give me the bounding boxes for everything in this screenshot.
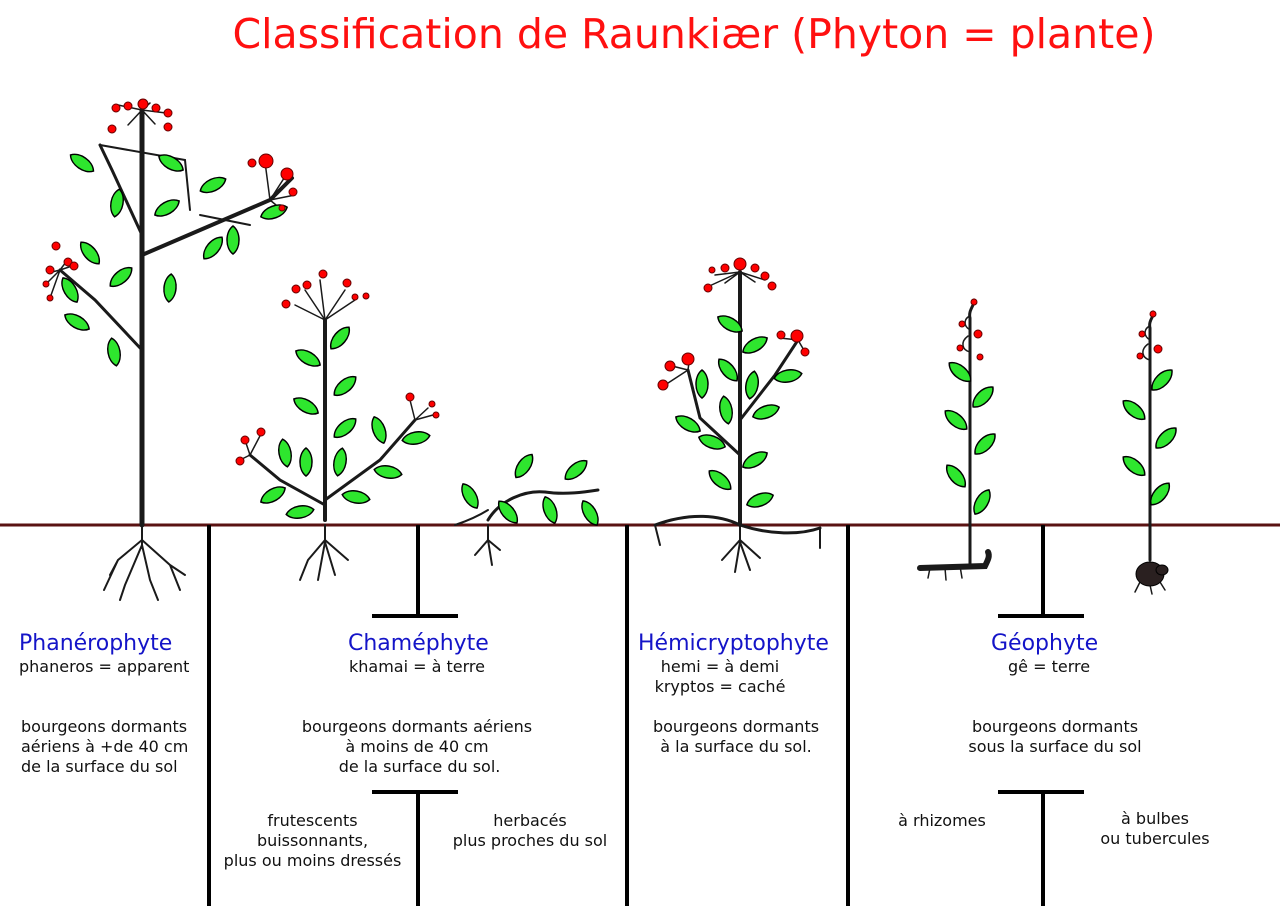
chamephyte-herbaceous-plant <box>454 450 603 566</box>
page-title: Classification de Raunkiær (Phyton = pla… <box>232 10 1156 58</box>
chamephyte-etymology: khamai = à terre <box>349 657 485 676</box>
hemicryptophyte-description: bourgeons dormants à la surface du sol. <box>652 717 820 756</box>
phanerophyte-description: bourgeons dormants aériens à +de 40 cm d… <box>21 717 189 776</box>
chamephyte-sub-frutescents: frutescents buissonnants, plus ou moins … <box>223 811 402 870</box>
hemicryptophyte-etymology: hemi = à demi kryptos = caché <box>654 657 786 696</box>
geophyte-etymology: gê = terre <box>1008 657 1091 676</box>
geophyte-bulb-plant <box>1118 310 1181 595</box>
geophyte-rhizome-plant <box>917 298 1000 581</box>
geophyte-sub-bulbes: à bulbes ou tubercules <box>1100 809 1210 848</box>
phanerophyte-plant <box>42 98 298 601</box>
hemicryptophyte-name: Hémicryptophyte <box>638 631 829 656</box>
chamephyte-frutescent-plant <box>235 269 440 581</box>
geophyte-description: bourgeons dormants sous la surface du so… <box>968 717 1142 756</box>
hemicryptophyte-plant <box>653 257 822 573</box>
dividers <box>207 525 1084 906</box>
geophyte-sub-rhizomes: à rhizomes <box>898 811 986 830</box>
phanerophyte-name: Phanérophyte <box>19 631 173 656</box>
chamephyte-description: bourgeons dormants aériens à moins de 40… <box>301 717 533 776</box>
chamephyte-name: Chaméphyte <box>348 631 489 656</box>
chamephyte-sub-herbaces: herbacés plus proches du sol <box>452 811 608 850</box>
geophyte-name: Géophyte <box>991 631 1099 656</box>
phanerophyte-etymology: phaneros = apparent <box>19 657 190 676</box>
